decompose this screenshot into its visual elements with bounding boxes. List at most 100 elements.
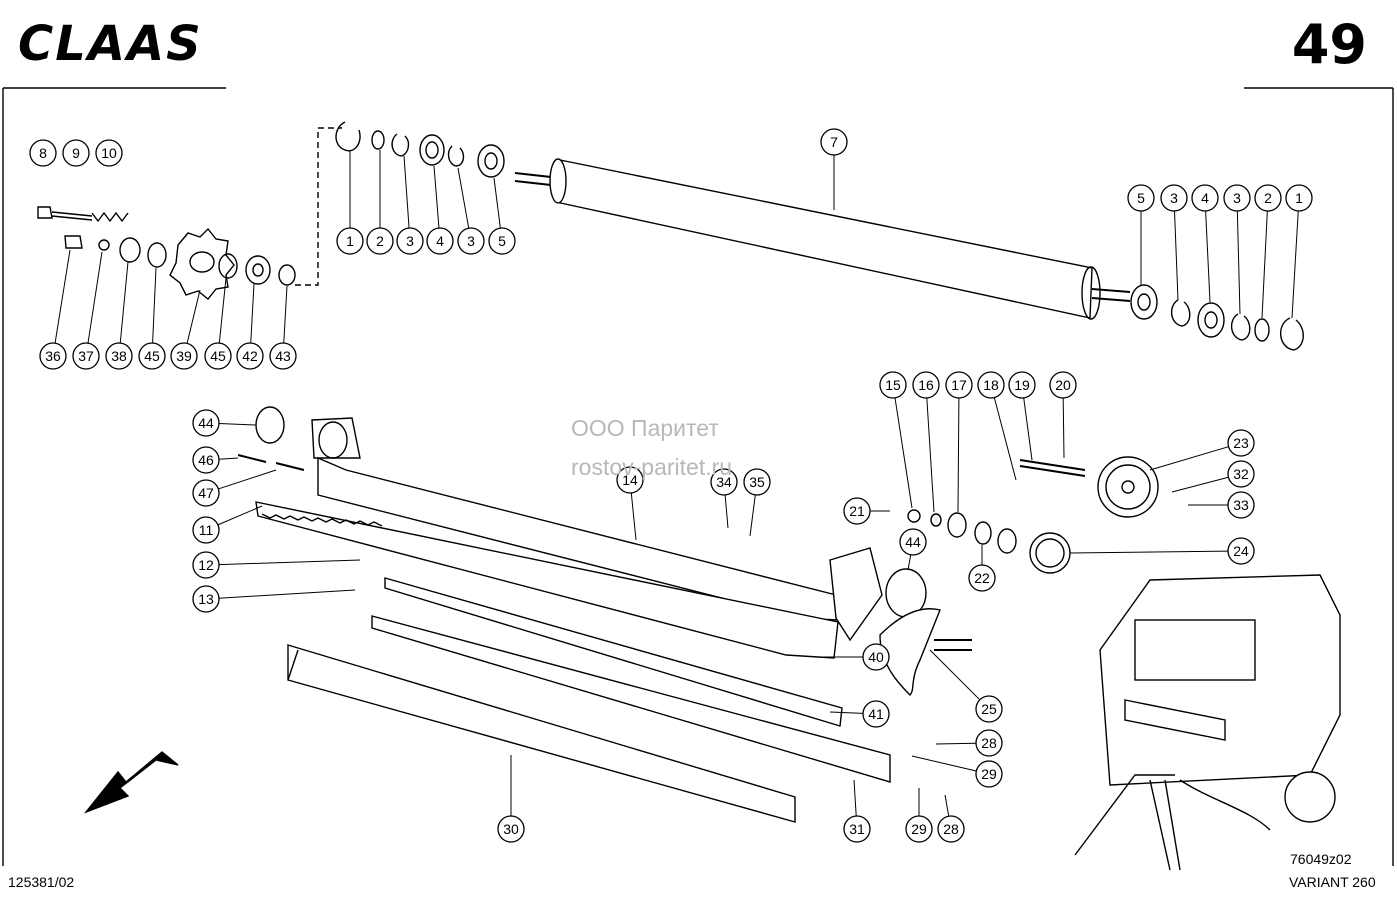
callout-c28b: 28: [937, 815, 965, 843]
callout-circle: [366, 227, 394, 255]
callout-c3a: 3: [396, 227, 424, 255]
leader-c4a: [433, 165, 440, 229]
callout-circle: [1254, 184, 1282, 212]
callout-c9: 9: [62, 139, 90, 167]
leader-c44a: [218, 423, 257, 426]
callout-number: 28: [943, 821, 959, 837]
direction-arrow: [83, 751, 179, 814]
leader-c15: [894, 397, 913, 509]
leader-c17: [957, 397, 960, 513]
callout-circle: [192, 551, 220, 579]
callout-c31: 31: [843, 815, 871, 843]
callout-leaders: [54, 150, 1299, 817]
callout-circle: [396, 227, 424, 255]
leader-c43: [283, 285, 288, 344]
callout-c19: 19: [1008, 371, 1036, 399]
callout-c24: 24: [1227, 537, 1255, 565]
callout-number: 2: [376, 233, 384, 249]
callout-circle: [945, 371, 973, 399]
callout-circle: [488, 227, 516, 255]
callout-c1a: 1: [336, 227, 364, 255]
callout-circle: [937, 815, 965, 843]
callout-c30: 30: [497, 815, 525, 843]
callout-number: 20: [1055, 377, 1071, 393]
callout-number: 4: [1201, 190, 1209, 206]
leader-c18: [993, 397, 1017, 481]
leader-c23: [1149, 446, 1229, 471]
callout-c14: 14: [616, 466, 644, 494]
leader-c29a: [911, 755, 977, 772]
callout-number: 46: [198, 452, 214, 468]
callout-circle: [968, 564, 996, 592]
leader-c46: [218, 457, 239, 460]
callout-number: 18: [983, 377, 999, 393]
callout-c23: 23: [1227, 429, 1255, 457]
callout-c45a: 45: [138, 342, 166, 370]
callout-circle: [192, 446, 220, 474]
callout-c1b: 1: [1285, 184, 1313, 212]
callout-c42: 42: [236, 342, 264, 370]
callout-number: 1: [1295, 190, 1303, 206]
drive-sprockets: [907, 456, 1159, 574]
leader-c38: [119, 261, 129, 344]
callout-c33: 33: [1227, 491, 1255, 519]
callout-c2a: 2: [366, 227, 394, 255]
page-number: 49: [1291, 13, 1367, 76]
callout-circle: [39, 342, 67, 370]
callout-circle: [72, 342, 100, 370]
leader-c1b: [1291, 210, 1299, 319]
callout-c17: 17: [945, 371, 973, 399]
callout-c39: 39: [170, 342, 198, 370]
callout-number: 31: [849, 821, 865, 837]
drawing-id: 125381/02: [8, 874, 75, 890]
callout-c8: 8: [29, 139, 57, 167]
leader-c20: [1062, 397, 1065, 459]
callout-circle: [1160, 184, 1188, 212]
callout-number: 3: [1233, 190, 1241, 206]
callout-circle: [843, 815, 871, 843]
leader-c32: [1171, 476, 1229, 493]
callout-circle: [95, 139, 123, 167]
callout-c2b: 2: [1254, 184, 1282, 212]
callout-c47: 47: [192, 479, 220, 507]
callout-number: 21: [849, 503, 865, 519]
callout-c20: 20: [1049, 371, 1077, 399]
callout-number: 24: [1233, 543, 1249, 559]
callout-c36: 36: [39, 342, 67, 370]
callout-number: 3: [1170, 190, 1178, 206]
callout-c15: 15: [879, 371, 907, 399]
callout-circle: [1049, 371, 1077, 399]
callout-circle: [743, 468, 771, 496]
callout-circle: [1227, 429, 1255, 457]
callout-number: 45: [210, 348, 226, 364]
leader-c45b: [218, 277, 227, 344]
callout-number: 47: [198, 485, 214, 501]
baler-overview-thumbnail: [1074, 574, 1341, 871]
callout-number: 33: [1233, 497, 1249, 513]
callout-number: 44: [905, 534, 921, 550]
callout-circle: [170, 342, 198, 370]
figure-code: 76049z02: [1290, 851, 1352, 867]
callout-circle: [192, 585, 220, 613]
callout-c40: 40: [862, 643, 890, 671]
callout-number: 4: [436, 233, 444, 249]
callout-number: 41: [868, 706, 884, 722]
callout-c41: 41: [862, 700, 890, 728]
leader-c44b: [907, 554, 912, 571]
callout-circle: [192, 516, 220, 544]
callout-c3b: 3: [457, 227, 485, 255]
callout-number: 30: [503, 821, 519, 837]
callout-circle: [905, 815, 933, 843]
callout-circle: [269, 342, 297, 370]
callout-circle: [204, 342, 232, 370]
leader-c3d: [1236, 210, 1241, 315]
callout-c43: 43: [269, 342, 297, 370]
callout-circle: [1227, 537, 1255, 565]
callout-c37: 37: [72, 342, 100, 370]
leader-c24: [1069, 550, 1229, 554]
callout-c34: 34: [710, 468, 738, 496]
callout-circle: [1227, 491, 1255, 519]
